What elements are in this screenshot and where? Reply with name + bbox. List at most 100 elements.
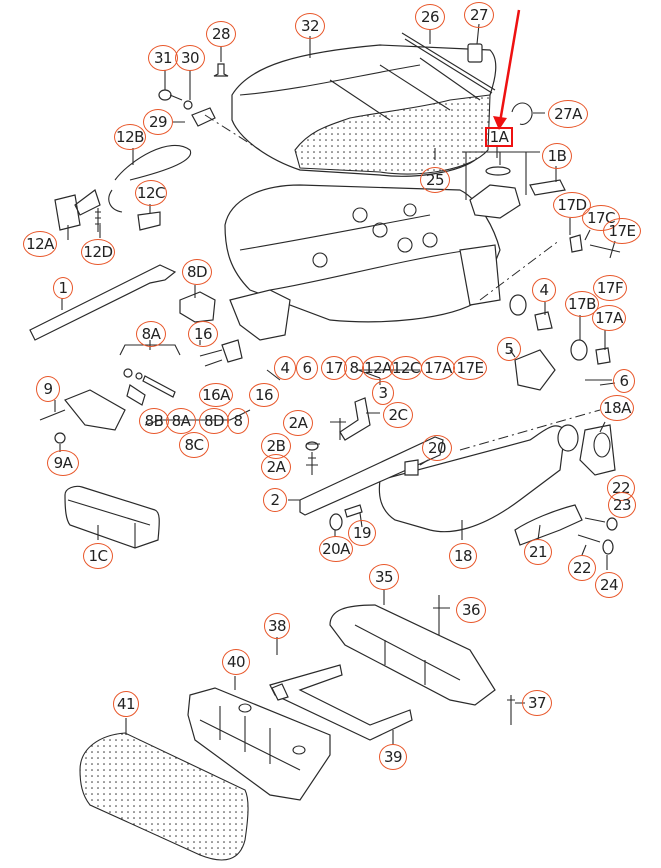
callout-16a[interactable]: 16A [199,383,233,407]
callout-12a[interactable]: 12A [23,231,57,257]
callout-8-bot[interactable]: 8 [227,408,249,434]
callout-38[interactable]: 38 [264,613,290,639]
screw-36-part [433,595,445,635]
callout-17f[interactable]: 17F [593,275,627,301]
mechanism-part [462,151,566,219]
nut-9a-part [54,432,66,444]
callout-9[interactable]: 9 [36,376,60,402]
bracket-8d-part [179,291,216,323]
callout-39[interactable]: 39 [379,744,407,770]
callout-4-row[interactable]: 4 [274,356,296,380]
armrest-block-part [64,485,160,549]
callout-17d[interactable]: 17D [553,192,591,218]
tray-40-part [187,687,331,801]
cover-9-part [64,389,126,431]
pin-part [213,63,229,77]
callout-2a-top[interactable]: 2A [283,410,313,436]
screw-37-part [507,695,515,725]
cap-2b-part [305,441,319,451]
bracket-clip-part [137,211,161,231]
callout-18a[interactable]: 18A [600,395,634,421]
callout-20[interactable]: 20 [422,435,452,461]
callout-17a-right[interactable]: 17A [592,305,626,331]
rod-part [401,32,496,94]
seat-cushion-part [231,44,497,177]
callout-26[interactable]: 26 [415,4,445,30]
clip-38-part [271,683,289,701]
callout-1[interactable]: 1 [53,277,73,299]
callout-20a[interactable]: 20A [319,536,353,562]
callout-30[interactable]: 30 [175,45,205,71]
slide-assembly-part [229,289,291,341]
armrest-cushion-41-part [79,732,249,861]
bracket-39-part [269,664,413,741]
rail-part [29,264,177,341]
callout-3[interactable]: 3 [372,381,394,405]
handle-part [54,189,101,231]
callout-17e-top[interactable]: 17E [603,218,641,244]
bolt-8a-part [119,344,181,406]
callout-19[interactable]: 19 [348,520,376,546]
callout-29[interactable]: 29 [143,109,173,135]
callout-32[interactable]: 32 [295,13,325,39]
callout-17e-row[interactable]: 17E [453,356,487,380]
callout-8d-bot[interactable]: 8D [199,408,229,434]
callout-8a-top[interactable]: 8A [136,321,166,347]
callout-8-row[interactable]: 8 [344,356,364,380]
callout-22-bot[interactable]: 22 [568,555,596,581]
callout-4-right[interactable]: 4 [532,278,556,302]
callout-1c[interactable]: 1C [83,543,113,569]
clip-20-part [404,459,419,476]
callout-2a-bot[interactable]: 2A [261,454,291,480]
callout-16-top[interactable]: 16 [188,321,218,347]
callout-12d[interactable]: 12D [81,239,115,265]
frame-18-part [378,409,616,533]
callout-36[interactable]: 36 [456,597,486,623]
callout-16-mid[interactable]: 16 [249,383,279,407]
callout-17a-row[interactable]: 17A [421,356,455,380]
callout-35[interactable]: 35 [369,564,399,590]
screw-2a-part [308,418,341,475]
tray-35-part [329,604,496,706]
callout-17b[interactable]: 17B [565,291,599,317]
callout-25[interactable]: 25 [420,167,450,193]
callout-8a-bot[interactable]: 8A [166,408,196,434]
callout-21[interactable]: 21 [524,539,552,565]
bolt-bracket-part [158,89,261,151]
callout-23[interactable]: 23 [608,492,636,518]
callout-12c-row[interactable]: 12C [390,356,422,380]
callout-8c[interactable]: 8C [179,432,209,458]
callout-6-row[interactable]: 6 [296,356,318,380]
clip-part [467,43,483,63]
highlight-arrow [493,9,521,130]
callout-18[interactable]: 18 [449,543,477,569]
callout-12b[interactable]: 12B [114,124,146,150]
pivot-cluster-part [479,234,621,391]
callout-37[interactable]: 37 [522,690,552,716]
callout-5[interactable]: 5 [497,337,521,361]
seat-frame-part [224,184,501,323]
callout-8b[interactable]: 8B [139,408,169,434]
callout-2[interactable]: 2 [263,488,287,512]
bracket-2c-part [339,397,371,441]
cap-20a-part [329,513,343,531]
callout-24[interactable]: 24 [595,572,623,598]
callout-12c[interactable]: 12C [135,180,167,206]
callout-1a-highlighted[interactable]: 1A [485,127,513,147]
callout-27a[interactable]: 27A [548,100,588,128]
callout-40[interactable]: 40 [222,649,250,675]
callout-8d-top[interactable]: 8D [182,259,212,285]
screw-19-part [344,504,363,518]
callout-27[interactable]: 27 [464,2,494,28]
screw-part [95,208,101,232]
callout-1b[interactable]: 1B [542,143,572,169]
callout-6-right[interactable]: 6 [613,369,635,393]
callout-2c[interactable]: 2C [383,402,413,428]
callout-31[interactable]: 31 [148,45,178,71]
hook-part [511,102,533,125]
callout-41[interactable]: 41 [113,691,139,717]
callout-28[interactable]: 28 [206,21,236,47]
callout-9a[interactable]: 9A [47,450,79,476]
